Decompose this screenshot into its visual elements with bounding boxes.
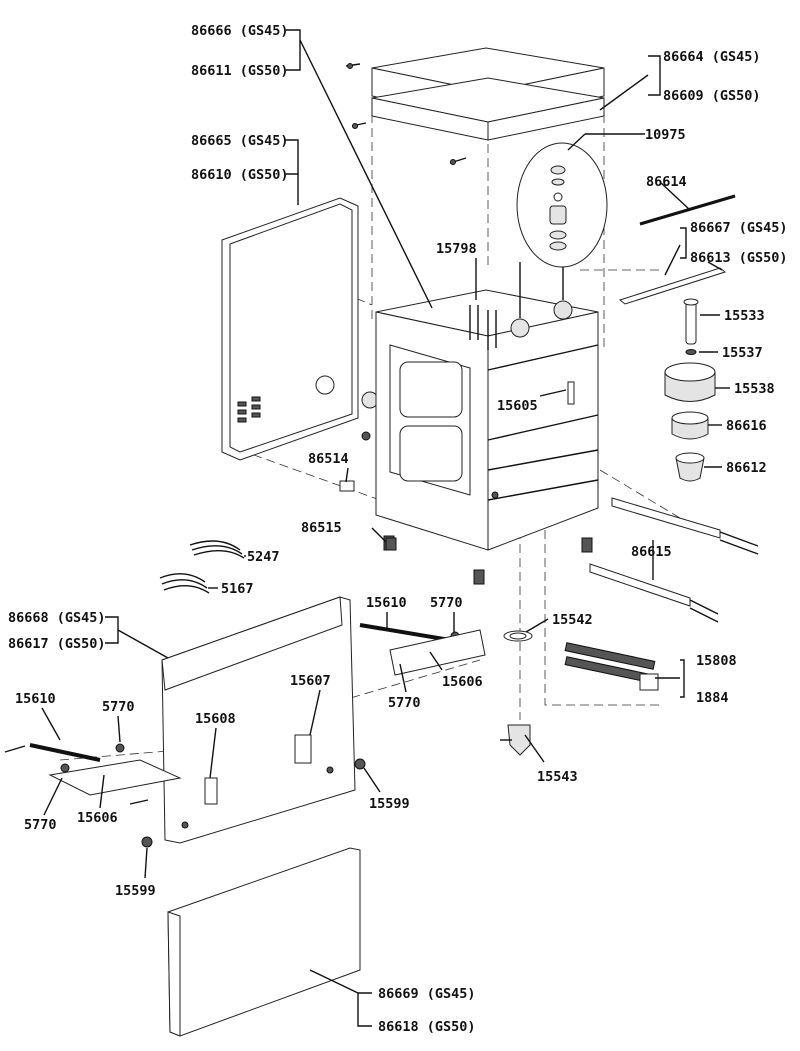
label-15606-left: 15606: [77, 810, 118, 826]
top-panel: [371, 77, 605, 141]
wash-pump-parts: [664, 298, 716, 482]
wire-harnesses: [159, 540, 245, 594]
label-86664: 86664 (GS45): [663, 49, 761, 65]
label-86611: 86611 (GS50): [191, 63, 289, 79]
label-15542: 15542: [552, 612, 593, 628]
rod-and-bracket: [618, 194, 736, 305]
main-frame: [375, 289, 599, 585]
lower-panel: [167, 847, 361, 1037]
door-hinges: [4, 623, 486, 796]
label-86617: 86617 (GS50): [8, 636, 106, 652]
screws-top: [345, 63, 467, 165]
side-panel: [221, 197, 379, 461]
small-parts: [339, 480, 397, 551]
label-86667: 86667 (GS45): [690, 220, 788, 236]
label-15798: 15798: [436, 241, 477, 257]
label-15605: 15605: [497, 398, 538, 414]
label-86514: 86514: [308, 451, 349, 467]
label-15610-top: 15610: [366, 595, 407, 611]
label-15538: 15538: [734, 381, 775, 397]
detail-oval: [516, 142, 608, 318]
heating-element: [564, 642, 659, 691]
label-5770-top: 5770: [430, 595, 463, 611]
label-1884: 1884: [696, 690, 729, 706]
label-5247: 5247: [247, 549, 280, 565]
door-panel: [161, 596, 356, 844]
label-10975: 10975: [645, 127, 686, 143]
label-15599-right: 15599: [369, 796, 410, 812]
label-86615: 86615: [631, 544, 672, 560]
label-15537: 15537: [722, 345, 763, 361]
leader-lines: [41, 29, 730, 1027]
label-15610-left: 15610: [15, 691, 56, 707]
label-5770-left-bottom: 5770: [24, 817, 57, 833]
label-15543: 15543: [537, 769, 578, 785]
label-15606-top: 15606: [442, 674, 483, 690]
label-86610: 86610 (GS50): [191, 167, 289, 183]
door-screws: [129, 758, 366, 848]
label-86613: 86613 (GS50): [690, 250, 788, 266]
drain-parts: [500, 630, 533, 756]
label-5770-left-top: 5770: [102, 699, 135, 715]
label-86666: 86666 (GS45): [191, 23, 289, 39]
label-86665: 86665 (GS45): [191, 133, 289, 149]
support-bars: [589, 497, 759, 623]
label-86609: 86609 (GS50): [663, 88, 761, 104]
label-86669: 86669 (GS45): [378, 986, 476, 1002]
part-number-labels: 86666 (GS45) 86611 (GS50) 86664 (GS45) 8…: [8, 23, 788, 1035]
label-86515: 86515: [301, 520, 342, 536]
label-15607: 15607: [290, 673, 331, 689]
label-86612: 86612: [726, 460, 767, 476]
label-86614: 86614: [646, 174, 687, 190]
label-15533: 15533: [724, 308, 765, 324]
label-5770-mid: 5770: [388, 695, 421, 711]
label-5167: 5167: [221, 581, 254, 597]
label-86618: 86618 (GS50): [378, 1019, 476, 1035]
label-15608: 15608: [195, 711, 236, 727]
label-15808: 15808: [696, 653, 737, 669]
label-86616: 86616: [726, 418, 767, 434]
label-86668: 86668 (GS45): [8, 610, 106, 626]
label-15599-bottom: 15599: [115, 883, 156, 899]
